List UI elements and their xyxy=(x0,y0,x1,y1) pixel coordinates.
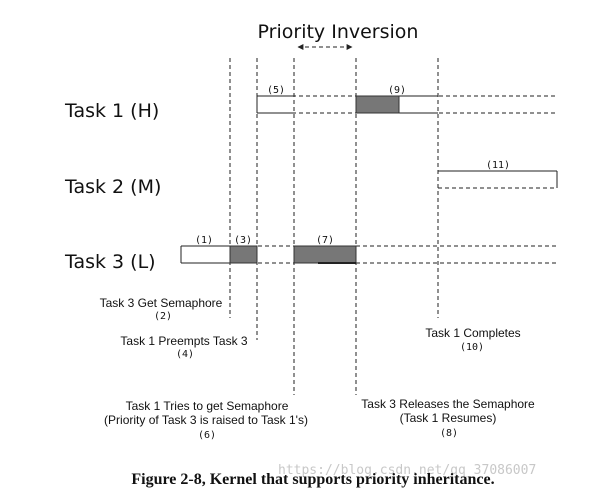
event10-text: Task 1 Completes xyxy=(425,326,520,340)
marker-1: (1) xyxy=(195,235,213,246)
event8-num: (8) xyxy=(440,428,458,439)
event2-text: Task 3 Get Semaphore xyxy=(100,296,223,310)
event4-num: (4) xyxy=(176,349,194,360)
task3-timeline xyxy=(180,245,558,264)
event4-text: Task 1 Preempts Task 3 xyxy=(120,334,247,348)
marker-3: (3) xyxy=(234,235,252,246)
event8-line1: Task 3 Releases the Semaphore xyxy=(361,397,535,411)
task1-timeline xyxy=(256,95,558,114)
marker-11: (11) xyxy=(486,160,510,171)
task1-label: Task 1 (H) xyxy=(64,100,159,122)
diagram-title: Priority Inversion xyxy=(258,21,419,43)
event6-num: (6) xyxy=(198,430,216,441)
event8-line2: (Task 1 Resumes) xyxy=(400,411,497,425)
event10-num: (10) xyxy=(460,342,484,353)
event6-line1: Task 1 Tries to get Semaphore xyxy=(126,399,289,413)
watermark-text: https://blog.csdn.net/qq_37086007 xyxy=(278,463,536,478)
marker-9: (9) xyxy=(388,85,406,96)
marker-7: (7) xyxy=(316,235,334,246)
task3-label: Task 3 (L) xyxy=(64,251,156,273)
task3-running-block-1 xyxy=(229,245,258,264)
event6-line2: (Priority of Task 3 is raised to Task 1'… xyxy=(104,413,308,427)
task2-label: Task 2 (M) xyxy=(64,176,161,198)
marker-5: (5) xyxy=(267,85,285,96)
task2-timeline xyxy=(438,170,558,189)
task3-running-block-2 xyxy=(293,245,357,264)
task1-running-block xyxy=(355,95,400,114)
event2-num: (2) xyxy=(154,311,172,322)
figure-caption: Figure 2-8, Kernel that supports priorit… xyxy=(131,471,494,488)
